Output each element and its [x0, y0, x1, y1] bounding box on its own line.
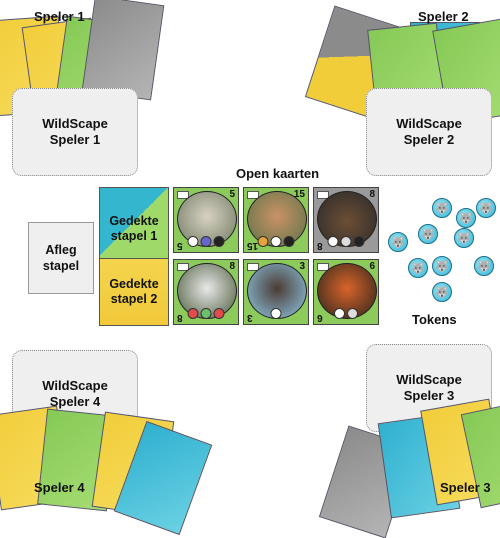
card-corner-tag: [317, 263, 329, 271]
covered-deck-2[interactable]: Gedekte stapel 2: [99, 258, 169, 326]
discard-pile[interactable]: Afleg stapel: [28, 222, 94, 294]
discard-label-2: stapel: [42, 259, 80, 273]
zone-title: WildScape: [396, 116, 462, 131]
tokens-label: Tokens: [412, 312, 457, 327]
discard-label-1: Afleg: [45, 243, 77, 257]
card-habitat-icons: [187, 236, 225, 247]
zone-title: WildScape: [42, 378, 108, 393]
deck1-label-1: Gedekte: [109, 214, 159, 228]
wolf-howl-icon[interactable]: 🐺: [432, 256, 452, 276]
card-value: 8: [369, 189, 375, 200]
habitat-icon: [200, 308, 212, 319]
player4-label: Speler 4: [34, 480, 85, 495]
card-value-inverted: 6: [317, 312, 323, 323]
player1-wildscape-zone[interactable]: WildScape Speler 1: [12, 88, 138, 176]
habitat-icon: [347, 308, 358, 319]
habitat-icon: [327, 236, 339, 247]
card-habitat-icons: [187, 308, 225, 319]
card-corner-tag: [317, 191, 329, 199]
habitat-icon: [257, 236, 269, 247]
deck1-label-2: stapel 1: [110, 229, 158, 243]
habitat-icon: [213, 236, 225, 247]
wolf-howl-icon[interactable]: 🐺: [388, 232, 408, 252]
card-value-inverted: 5: [177, 240, 183, 251]
card-habitat-icons: [334, 308, 358, 319]
player2-label: Speler 2: [418, 9, 469, 24]
wolf-howl-icon[interactable]: 🐺: [476, 198, 496, 218]
open-cards-title: Open kaarten: [236, 166, 320, 181]
habitat-icon: [213, 308, 225, 319]
card-value-inverted: 3: [247, 312, 253, 323]
card-corner-tag: [177, 263, 189, 271]
habitat-icon: [340, 236, 352, 247]
card-corner-tag: [247, 191, 259, 199]
card-habitat-icons: [327, 236, 365, 247]
habitat-icon: [187, 236, 199, 247]
wolf-howl-icon[interactable]: 🐺: [408, 258, 428, 278]
card-habitat-icons: [270, 308, 282, 319]
covered-deck-1[interactable]: Gedekte stapel 1: [99, 187, 169, 271]
card-habitat-icons: [257, 236, 295, 247]
card-value-inverted: 8: [317, 240, 323, 251]
player1-card[interactable]: [81, 0, 165, 101]
deck2-label-2: stapel 2: [110, 292, 158, 306]
zone-title: WildScape: [396, 372, 462, 387]
player2-wildscape-zone[interactable]: WildScape Speler 2: [366, 88, 492, 176]
card-corner-tag: [177, 191, 189, 199]
deck2-label-1: Gedekte: [109, 277, 159, 291]
zone-player: Speler 4: [49, 394, 101, 409]
card-corner-tag: [247, 263, 259, 271]
zone-player: Speler 2: [403, 132, 455, 147]
card-value: 15: [293, 189, 305, 200]
habitat-icon: [334, 308, 345, 319]
zone-title: WildScape: [42, 116, 108, 131]
wolf-howl-icon[interactable]: 🐺: [432, 282, 452, 302]
card-value: 8: [229, 261, 235, 272]
player3-label: Speler 3: [440, 480, 491, 495]
wolf-howl-icon[interactable]: 🐺: [432, 198, 452, 218]
habitat-icon: [200, 236, 212, 247]
wolf-howl-icon[interactable]: 🐺: [454, 228, 474, 248]
wolf-howl-icon[interactable]: 🐺: [418, 224, 438, 244]
habitat-icon: [353, 236, 365, 247]
habitat-icon: [187, 308, 199, 319]
wolf-howl-icon[interactable]: 🐺: [474, 256, 494, 276]
wolf-howl-icon[interactable]: 🐺: [456, 208, 476, 228]
habitat-icon: [270, 236, 282, 247]
zone-player: Speler 3: [403, 388, 455, 403]
habitat-icon: [270, 308, 282, 319]
player1-label: Speler 1: [34, 9, 85, 24]
card-value-inverted: 15: [247, 240, 259, 251]
card-value: 5: [229, 189, 235, 200]
card-value: 3: [299, 261, 305, 272]
zone-player: Speler 1: [49, 132, 101, 147]
habitat-icon: [283, 236, 295, 247]
card-value-inverted: 8: [177, 312, 183, 323]
card-value: 6: [369, 261, 375, 272]
